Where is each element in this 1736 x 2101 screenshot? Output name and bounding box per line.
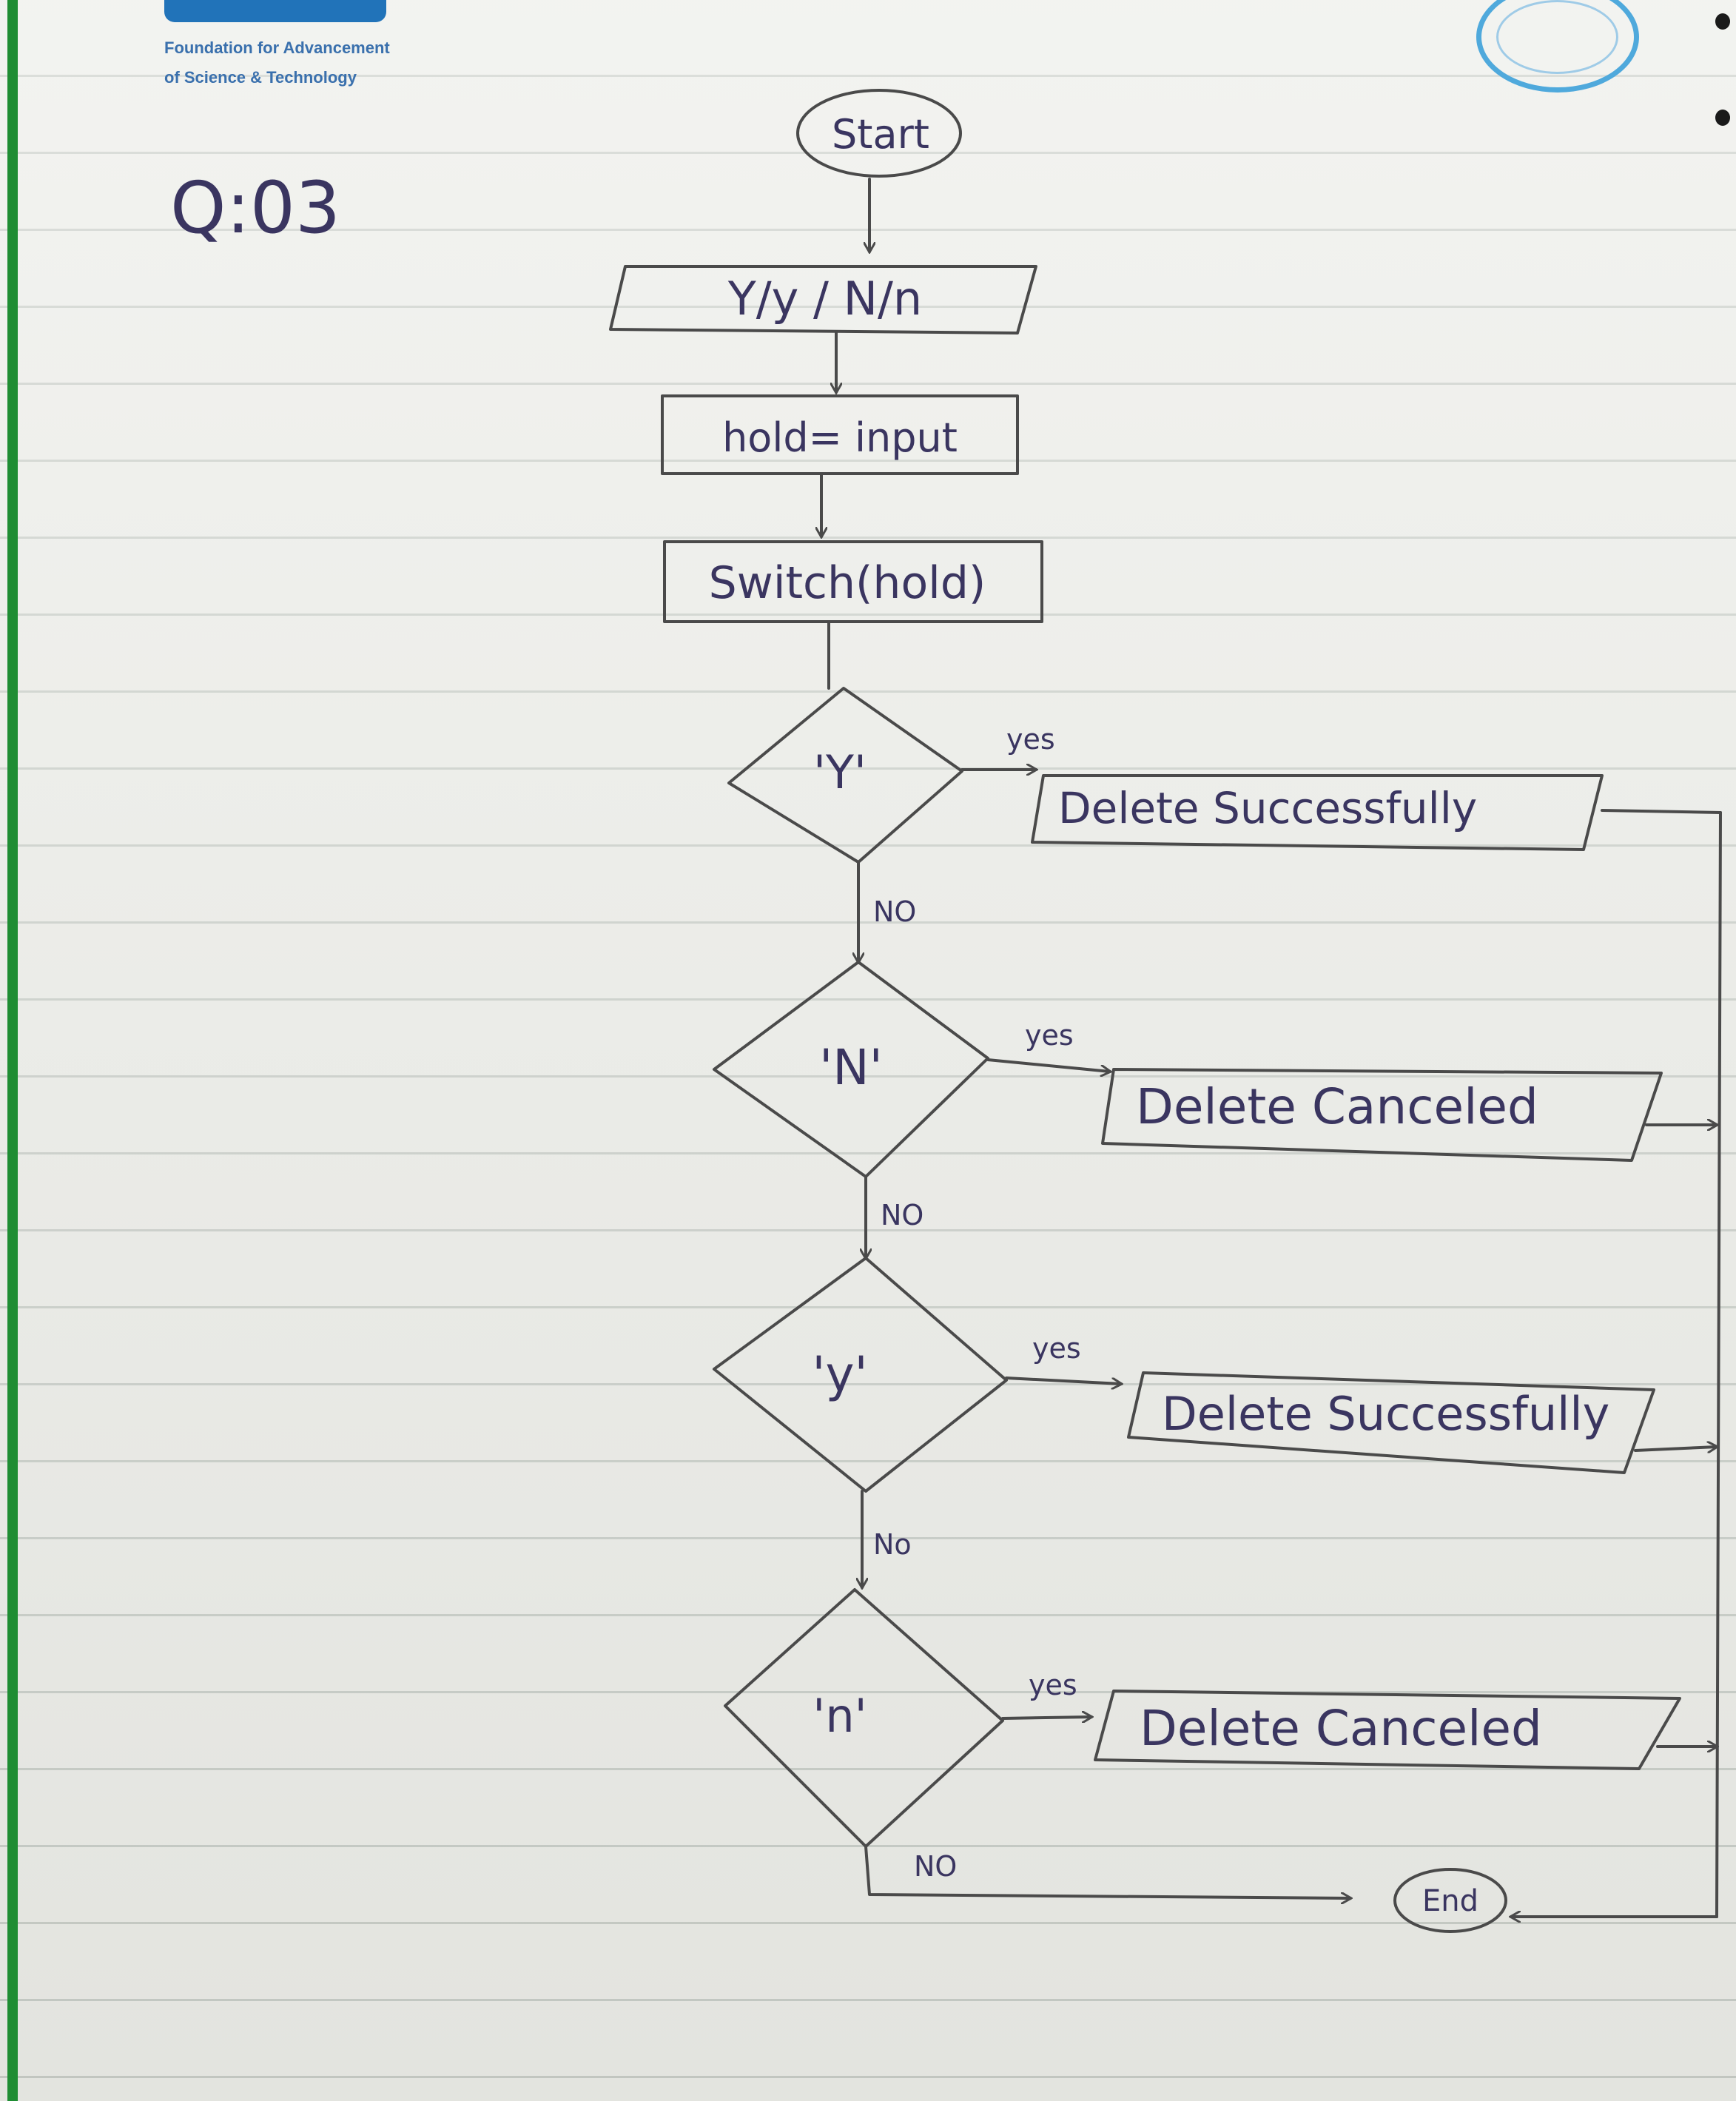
fast-logo — [164, 0, 386, 22]
no-label: NO — [881, 1199, 923, 1231]
action-label: Delete Canceled — [1140, 1700, 1542, 1757]
decision-label: 'n' — [813, 1689, 867, 1743]
yes-label: yes — [1006, 723, 1055, 756]
action-box — [1101, 1068, 1663, 1162]
action-box — [1031, 774, 1604, 851]
no-label: NO — [914, 1850, 957, 1883]
letterhead: Foundation for Advancement of Science & … — [164, 0, 390, 87]
action-label: Delete Canceled — [1136, 1078, 1538, 1135]
switch-box — [663, 540, 1043, 623]
yes-label: yes — [1029, 1669, 1077, 1701]
action-box — [1094, 1690, 1681, 1770]
assign-label: hold= input — [722, 414, 958, 461]
org-name-line-2: of Science & Technology — [164, 68, 357, 87]
question-number: Q:03 — [170, 167, 341, 249]
start-terminal — [796, 89, 962, 178]
decision-diamond — [713, 1257, 1008, 1493]
org-name-line-1: Foundation for Advancement — [164, 38, 390, 57]
switch-label: Switch(hold) — [709, 557, 986, 609]
action-label: Delete Successfully — [1162, 1387, 1609, 1441]
start-label: Start — [832, 111, 929, 158]
input-label: Y/y / N/n — [727, 272, 922, 326]
margin-line — [7, 0, 18, 2101]
no-label: No — [873, 1528, 912, 1561]
university-seal-icon — [1476, 0, 1639, 93]
end-terminal — [1393, 1868, 1507, 1933]
decision-label: 'y' — [812, 1346, 867, 1403]
decision-label: 'N' — [819, 1039, 883, 1096]
end-label: End — [1422, 1884, 1478, 1918]
yes-label: yes — [1032, 1332, 1081, 1365]
assign-box — [661, 394, 1019, 475]
decision-label: 'Y' — [813, 745, 867, 799]
action-label: Delete Successfully — [1058, 783, 1477, 833]
action-box — [1127, 1371, 1655, 1474]
binder-hole-icon — [1715, 13, 1730, 30]
no-label: NO — [873, 895, 916, 928]
binder-hole-icon — [1715, 110, 1730, 126]
yes-label: yes — [1025, 1019, 1074, 1052]
input-box — [609, 265, 1037, 335]
